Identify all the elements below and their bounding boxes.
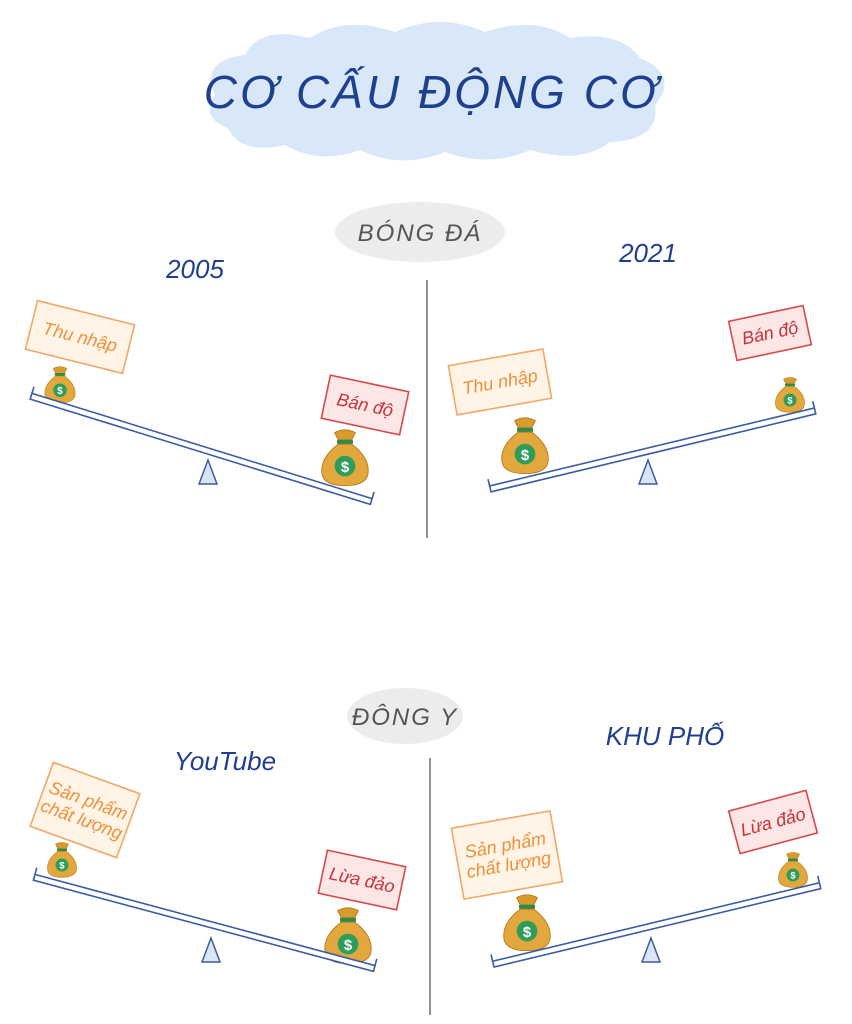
section-dong-y: ĐÔNG Y YouTube Sản phẩm chất lượng Lừa đ… bbox=[29, 688, 822, 1015]
bad-label-card: Bán độ bbox=[320, 374, 410, 436]
seesaw-beam bbox=[487, 401, 817, 493]
fulcrum bbox=[637, 457, 659, 485]
good-label-card: Thu nhập bbox=[24, 299, 136, 375]
section-bubble bbox=[347, 688, 463, 744]
seesaw-beam bbox=[490, 875, 822, 969]
money-bag-large-icon bbox=[501, 417, 549, 475]
money-bag-small-icon bbox=[778, 851, 808, 888]
money-bag-large-icon bbox=[503, 894, 551, 952]
seesaw-beam bbox=[29, 386, 375, 506]
good-label-card: Thu nhập bbox=[447, 348, 553, 416]
money-bag-large-icon bbox=[321, 429, 369, 487]
panel-heading: 2005 bbox=[165, 254, 224, 284]
section-title: BÓNG ĐÁ bbox=[358, 220, 483, 247]
fulcrum bbox=[640, 935, 662, 963]
section-title: ĐÔNG Y bbox=[352, 703, 458, 731]
panel-heading: KHU PHỐ bbox=[606, 721, 724, 751]
money-bag-small-icon bbox=[47, 841, 77, 878]
good-label-card: Sản phẩm chất lượng bbox=[450, 809, 564, 901]
bad-label-card: Lừa đảo bbox=[317, 849, 407, 911]
seesaw-beam bbox=[32, 867, 378, 973]
panel-heading: YouTube bbox=[174, 746, 276, 776]
fulcrum bbox=[197, 457, 219, 485]
section-bubble bbox=[335, 202, 505, 262]
section-bong-da: BÓNG ĐÁ 2005 Thu nhập Bán độ 2021 Thu nh… bbox=[24, 202, 817, 538]
bad-label-card: Lừa đảo bbox=[727, 789, 819, 855]
good-label-card: Sản phẩm chất lượng bbox=[29, 761, 141, 859]
panel-heading: 2021 bbox=[618, 238, 677, 268]
fulcrum bbox=[200, 935, 222, 963]
money-bag-small-icon bbox=[44, 366, 76, 404]
bad-label-card: Bán độ bbox=[727, 304, 813, 362]
page-title: CƠ CẤU ĐỘNG CƠ bbox=[204, 66, 663, 118]
money-bag-small-icon bbox=[775, 377, 805, 413]
title-cloud: CƠ CẤU ĐỘNG CƠ bbox=[204, 22, 665, 161]
